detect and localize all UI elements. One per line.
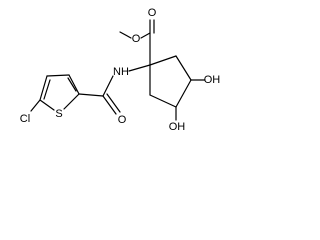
bond-c5-cl (30, 99, 41, 112)
thiophene-sulfur-label: S (55, 108, 62, 120)
bond-ring-3 (175, 79, 192, 108)
bond-amide-o-double-1 (102, 95, 117, 115)
structure-canvas: O O NH O S Cl OH OH (0, 0, 237, 149)
ester-carbonyl-oxygen-label: O (148, 7, 157, 19)
bond-thiophene-c5-s (39, 99, 55, 111)
bond-n-amide-c (102, 75, 114, 97)
chlorine-label: Cl (20, 113, 30, 125)
ester-methoxy-oxygen-label: O (132, 33, 141, 45)
bond-thiophene-c2-c3 (68, 74, 80, 95)
amide-oxygen-label: O (118, 114, 127, 126)
bond-thiophene-s-c2 (63, 93, 80, 110)
hydroxyl-lower-label: OH (169, 121, 186, 133)
bond-amide-thiophene (78, 93, 104, 97)
bond-thiophene-c2-c3-inner (67, 77, 77, 92)
bond-thiophene-c3-c4 (46, 74, 70, 77)
bond-ring-1 (149, 55, 177, 66)
bond-thiophene-c4-c5-inner (43, 79, 51, 100)
bond-ring-2 (175, 55, 192, 81)
bond-o-carbonyl (140, 32, 151, 39)
bond-thiophene-c4-c5 (39, 75, 48, 101)
atom-labels: O O NH O S Cl OH OH (20, 7, 221, 133)
amine-nh-label: NH (113, 66, 129, 78)
bonds (30, 19, 206, 121)
molecule-diagram: O O NH O S Cl OH OH (20, 7, 221, 133)
bond-ring-4 (149, 94, 177, 108)
hydroxyl-upper-label: OH (204, 74, 221, 86)
bond-quat-n (128, 64, 151, 72)
bond-methyl-o (119, 31, 132, 39)
bond-amide-o-double-2 (106, 93, 121, 113)
